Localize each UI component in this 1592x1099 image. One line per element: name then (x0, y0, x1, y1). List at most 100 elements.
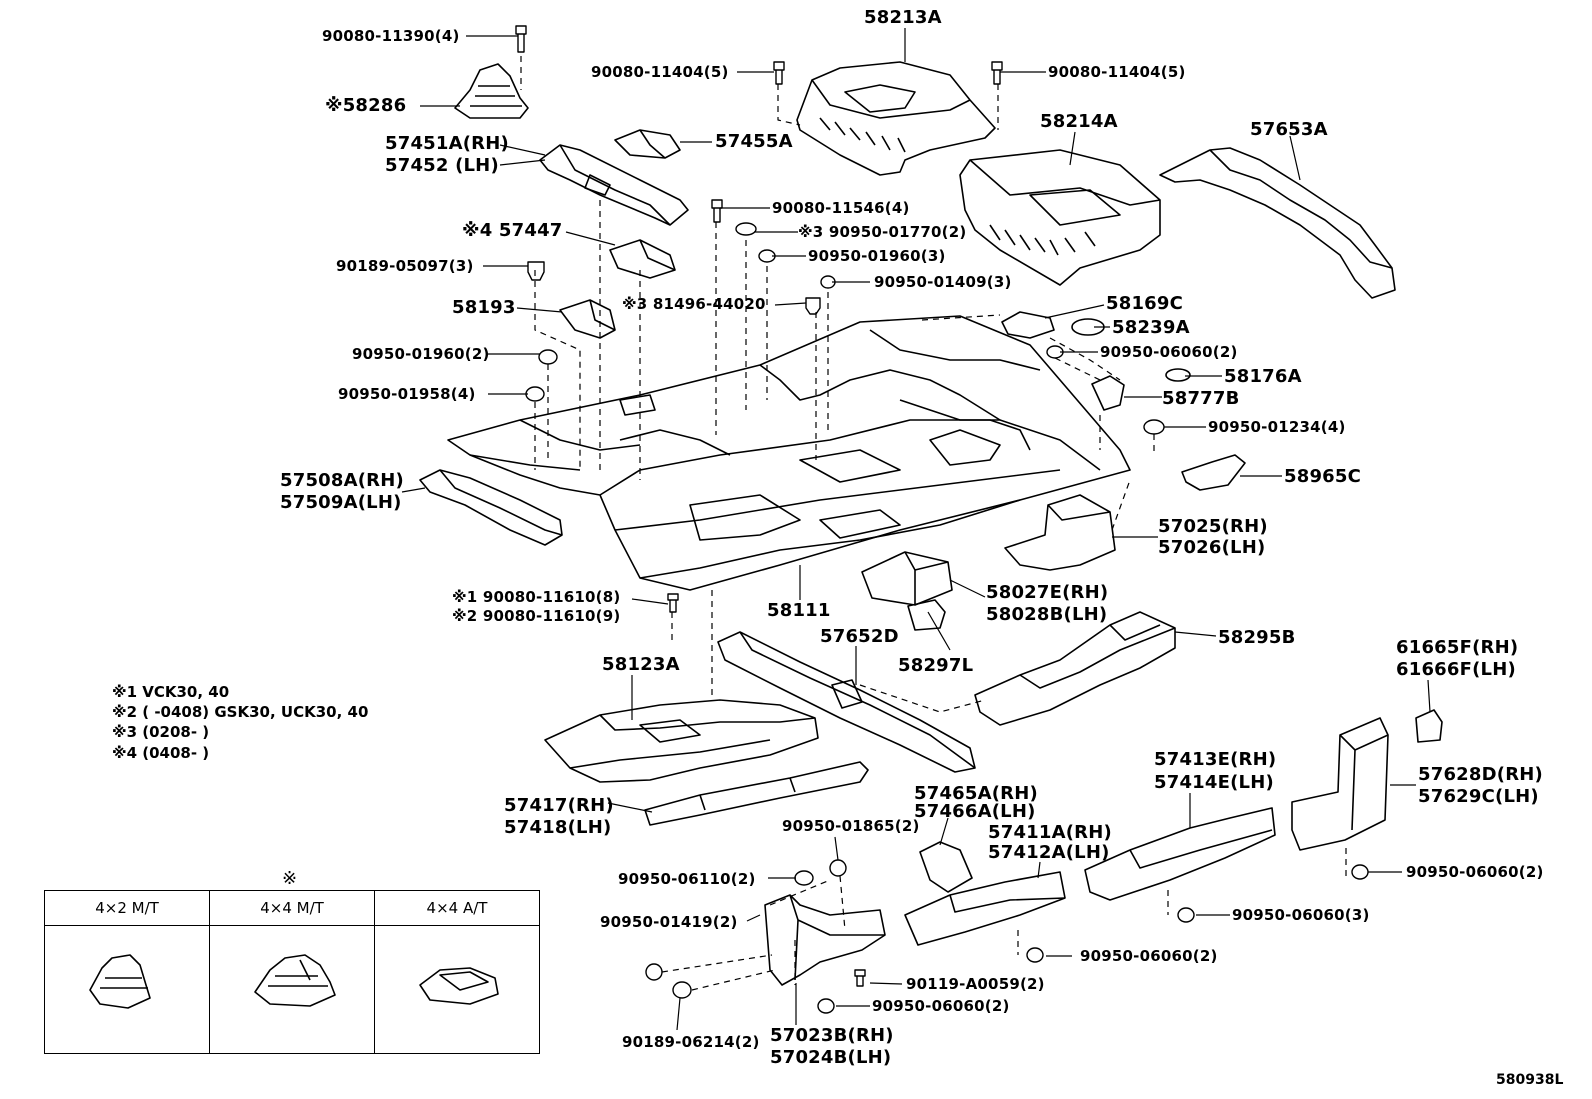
panel-57628D (1291, 717, 1389, 851)
legend-boot-4x2-mt (89, 954, 151, 1009)
tunnel-cover-58213A (796, 61, 996, 176)
part-label: 90950-01865(2) (782, 817, 920, 835)
rail-57465A (919, 841, 973, 893)
part-label: 57417(RH) (504, 795, 614, 816)
legend-column-header: 4×2 M/T (45, 891, 209, 926)
bracket-58297L (907, 599, 946, 631)
rail-57653A (1159, 147, 1396, 299)
bracket-57447 (609, 239, 676, 279)
bracket-57455A (614, 129, 681, 159)
part-label: 57629C(LH) (1418, 786, 1539, 807)
rail-57508A (419, 469, 563, 546)
part-label: 90080-11390(4) (322, 27, 460, 45)
part-label: 90950-01960(2) (352, 345, 490, 363)
bracket-58027E (861, 551, 953, 606)
part-label: 57411A(RH) (988, 822, 1112, 843)
part-label: 90950-06060(2) (1100, 343, 1238, 361)
bracket-58777B (1091, 375, 1125, 411)
part-label: ※2 90080-11610(9) (452, 607, 621, 625)
part-label: 57452 (LH) (385, 155, 499, 176)
bracket-58169C (1001, 311, 1055, 339)
part-label: 58295B (1218, 627, 1296, 648)
part-label: 57023B(RH) (770, 1025, 894, 1046)
part-label: 90950-06060(2) (1406, 863, 1544, 881)
part-label: 57455A (715, 131, 793, 152)
panel-57023B (764, 894, 886, 986)
footnote: ※3 (0208- ) (112, 723, 210, 741)
part-label: 90189-05097(3) (336, 257, 474, 275)
part-label: 90950-01419(2) (600, 913, 738, 931)
part-label: 57412A(LH) (988, 842, 1110, 863)
illustration-reference-code: 580938L (1496, 1072, 1564, 1088)
part-label: 58239A (1112, 317, 1190, 338)
part-label: 57509A(LH) (280, 492, 402, 513)
part-label: 58965C (1284, 466, 1362, 487)
part-label: ※3 81496-44020 (622, 295, 766, 313)
part-label: 90950-01234(4) (1208, 418, 1346, 436)
legend-column: 4×4 A/T (375, 891, 539, 1053)
part-label: 90950-06060(2) (1080, 947, 1218, 965)
part-label: 90950-01960(3) (808, 247, 946, 265)
legend-column: 4×4 M/T (210, 891, 375, 1053)
part-label: 58297L (898, 655, 974, 676)
part-label: 58777B (1162, 388, 1240, 409)
floor-pan-58214A (959, 149, 1161, 286)
legend-column: 4×2 M/T (45, 891, 210, 1053)
rail-57652D (717, 631, 976, 773)
shift-boot-58286 (454, 63, 529, 119)
part-label: 58111 (767, 600, 831, 621)
bracket-58193 (559, 299, 616, 339)
leader-lines (401, 28, 1431, 1031)
part-label: 58176A (1224, 366, 1302, 387)
part-label: 61665F(RH) (1396, 637, 1519, 658)
legend-mark: ※ (282, 868, 298, 889)
part-label: 57024B(LH) (770, 1047, 892, 1068)
part-label: 57628D(RH) (1418, 764, 1543, 785)
bracket-61665F (1415, 709, 1443, 743)
part-label: ※1 90080-11610(8) (452, 588, 621, 606)
part-label: 58213A (864, 7, 942, 28)
part-label: 90950-01409(3) (874, 273, 1012, 291)
legend-column-header: 4×4 A/T (375, 891, 539, 926)
part-label: 58027E(RH) (986, 582, 1109, 603)
footnote: ※1 VCK30, 40 (112, 683, 230, 701)
part-label: 90189-06214(2) (622, 1033, 760, 1051)
part-label: 90080-11546(4) (772, 199, 910, 217)
pad-58176A (1165, 368, 1191, 382)
part-label: 58123A (602, 654, 680, 675)
part-label: 57026(LH) (1158, 537, 1266, 558)
part-label: 90950-06060(2) (872, 997, 1010, 1015)
part-label: 61666F(LH) (1396, 659, 1516, 680)
part-label: 57652D (820, 626, 899, 647)
part-label: 57653A (1250, 119, 1328, 140)
footnote: ※4 (0408- ) (112, 744, 210, 762)
part-label: 58028B(LH) (986, 604, 1108, 625)
rail-57417 (644, 761, 869, 826)
part-label: 90950-06110(2) (618, 870, 756, 888)
bracket-57451A (539, 144, 689, 226)
floor-pan-58111 (447, 315, 1131, 591)
legend-boot-4x4-at (419, 967, 499, 1005)
shift-boot-legend-table: 4×2 M/T 4×4 M/T 4×4 A/T (44, 890, 540, 1054)
part-label: 57413E(RH) (1154, 749, 1277, 770)
part-label: 57414E(LH) (1154, 772, 1274, 793)
crossmember-58123A (544, 699, 819, 783)
part-label: ※58286 (325, 95, 407, 116)
rail-57413E (1084, 807, 1276, 901)
part-label: 58193 (452, 297, 516, 318)
part-label: 58214A (1040, 111, 1118, 132)
part-label: 57025(RH) (1158, 516, 1268, 537)
legend-column-header: 4×4 M/T (210, 891, 374, 926)
part-label: 57465A(RH) (914, 783, 1038, 804)
rail-58295B (974, 611, 1176, 726)
part-label: 58169C (1106, 293, 1184, 314)
footnote: ※2 ( -0408) GSK30, UCK30, 40 (112, 703, 369, 721)
legend-boot-4x4-mt (254, 954, 336, 1007)
part-label: 90080-11404(5) (1048, 63, 1186, 81)
part-label: 90080-11404(5) (591, 63, 729, 81)
part-label: 57508A(RH) (280, 470, 404, 491)
part-label: 57451A(RH) (385, 133, 509, 154)
part-label: 57466A(LH) (914, 801, 1036, 822)
bracket-57025 (1004, 494, 1116, 571)
